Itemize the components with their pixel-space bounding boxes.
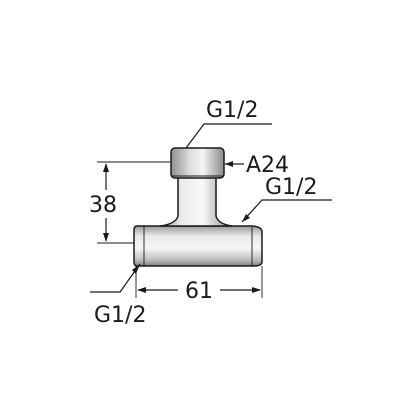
- height-label-bg: [84, 190, 124, 218]
- width-label-bg: [178, 276, 220, 304]
- height-label: 38: [89, 193, 117, 218]
- top-thread-label: G1/2: [206, 98, 258, 123]
- width-arrow-right: [252, 287, 261, 293]
- left-thread-arrow: [132, 264, 140, 274]
- left-thread-label: G1/2: [94, 303, 146, 328]
- height-dimension: 38: [84, 161, 170, 244]
- tee-fitting: [133, 147, 263, 267]
- right-thread-label: G1/2: [265, 175, 317, 200]
- hex-cap: [170, 147, 225, 179]
- top-thread-callout: G1/2: [185, 98, 272, 149]
- hex-label: A24: [246, 153, 289, 178]
- width-arrow-left: [137, 287, 146, 293]
- hex-callout: A24: [225, 153, 289, 178]
- width-label: 61: [185, 279, 213, 304]
- hex-leader-arrow: [225, 161, 233, 167]
- right-thread-callout: G1/2: [241, 175, 332, 223]
- right-thread-arrow: [242, 214, 250, 222]
- run-pipe: [133, 225, 263, 267]
- branch-neck: [159, 175, 233, 227]
- height-arrow-bottom: [103, 233, 109, 242]
- left-thread-callout: G1/2: [90, 263, 146, 328]
- top-thread-leader: [185, 123, 272, 149]
- width-dimension: 61: [135, 266, 263, 304]
- right-thread-leader: [241, 199, 332, 223]
- height-arrow-top: [103, 163, 109, 172]
- left-thread-leader: [90, 263, 141, 293]
